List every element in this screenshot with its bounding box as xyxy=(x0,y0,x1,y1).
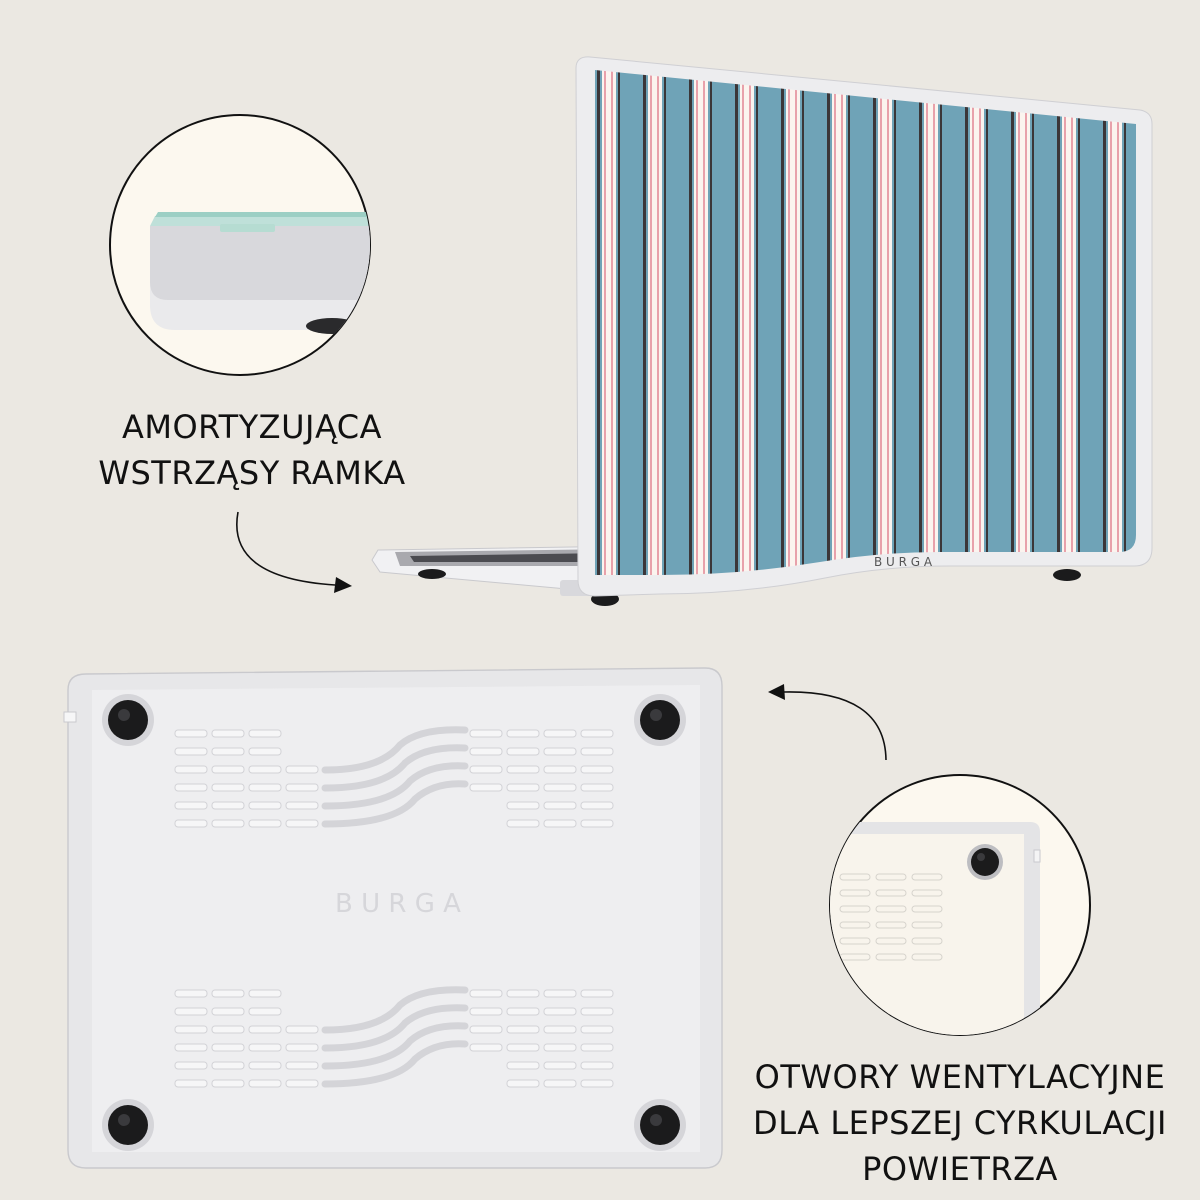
lid-brand-logo: B U R G A xyxy=(874,555,933,569)
frame-feature-caption: AMORTYZUJĄCA WSTRZĄSY RAMKA xyxy=(52,404,452,496)
laptop-rear-view: B U R G A xyxy=(371,56,1153,606)
vents-arrow xyxy=(768,684,887,761)
vents-caption-line-2: DLA LEPSZEJ CYRKULACJI xyxy=(753,1104,1167,1142)
vents-caption-line-3: POWIETRZA xyxy=(862,1150,1058,1188)
frame-caption-line-2: WSTRZĄSY RAMKA xyxy=(98,454,406,492)
frame-detail-circle xyxy=(109,114,371,376)
vents-caption-line-1: OTWORY WENTYLACYJNE xyxy=(754,1058,1166,1096)
frame-caption-line-1: AMORTYZUJĄCA xyxy=(121,408,383,446)
vent-pattern-bottom xyxy=(174,989,614,1088)
vent-pattern-top xyxy=(174,729,614,828)
rubber-feet xyxy=(102,694,686,1151)
vents-corner-closeup xyxy=(830,822,1041,1035)
vents-detail-circle xyxy=(829,774,1091,1036)
frame-arrow xyxy=(236,511,352,593)
striped-lid-skin xyxy=(595,70,1136,575)
bottom-brand-logo: B U R G A xyxy=(335,889,461,919)
clear-case-bottom: B U R G A xyxy=(63,667,723,1169)
vents-feature-caption: OTWORY WENTYLACYJNE DLA LEPSZEJ CYRKULAC… xyxy=(700,1054,1200,1192)
frame-corner-closeup xyxy=(150,212,370,334)
